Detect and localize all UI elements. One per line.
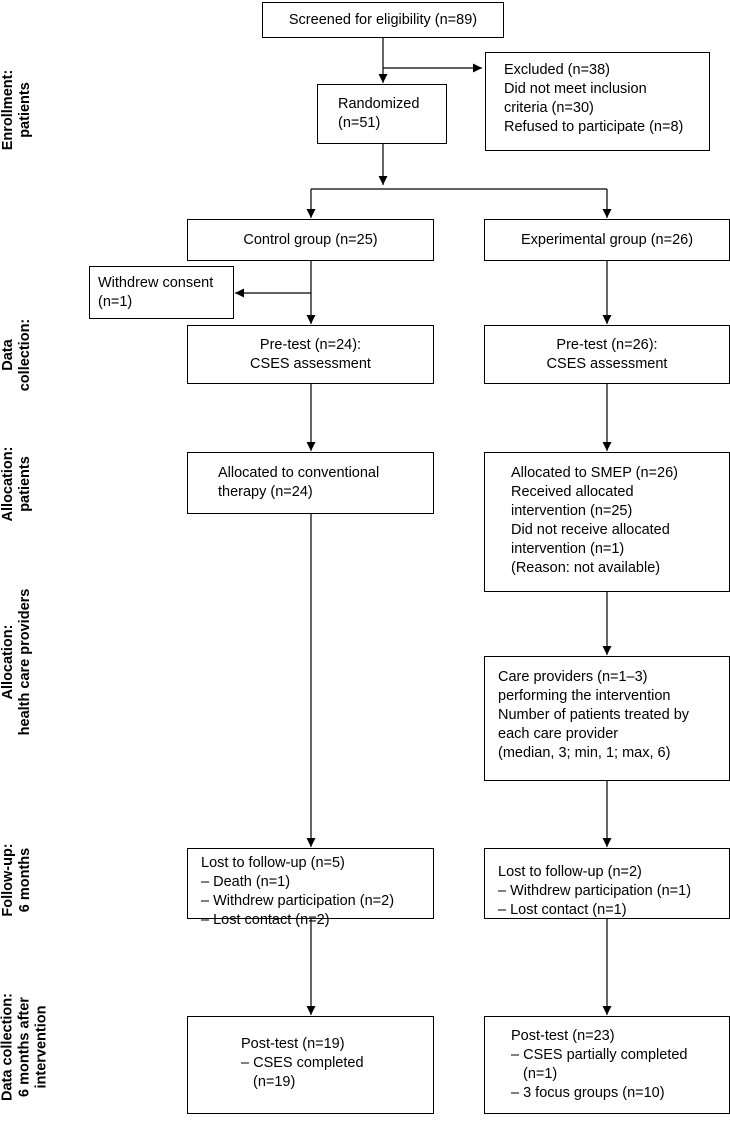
allocated-conventional-box: Allocated to conventional therapy (n=24) [187,452,434,514]
pretest-control-box: Pre-test (n=24): CSES assessment [187,325,434,384]
allocated-smep-box: Allocated to SMEP (n=26) Received alloca… [484,452,730,592]
posttest-control-box: Post-test (n=19) – CSES completed (n=19) [187,1016,434,1114]
care-providers-box: Care providers (n=1–3) performing the in… [484,656,730,781]
experimental-group-box: Experimental group (n=26) [484,219,730,261]
pretest-experimental-box: Pre-test (n=26): CSES assessment [484,325,730,384]
control-group-box: Control group (n=25) [187,219,434,261]
withdrew-consent-box: Withdrew consent (n=1) [89,266,234,319]
posttest-experimental-box: Post-test (n=23) – CSES partially comple… [484,1016,730,1114]
screened-box: Screened for eligibility (n=89) [262,2,504,38]
lost-followup-experimental-box: Lost to follow-up (n=2) – Withdrew parti… [484,848,730,919]
lost-followup-control-box: Lost to follow-up (n=5) – Death (n=1) – … [187,848,434,928]
excluded-box: Excluded (n=38) Did not meet inclusion c… [485,52,710,151]
randomized-box: Randomized (n=51) [317,84,447,144]
